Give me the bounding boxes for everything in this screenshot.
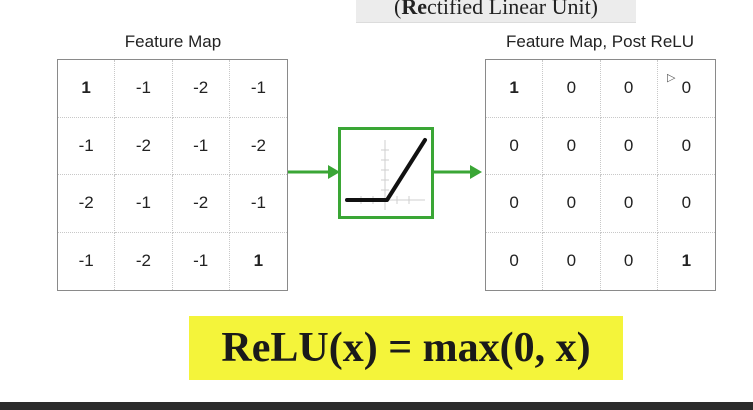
grid-cell: 1 bbox=[681, 251, 692, 271]
grid-cell: 0 bbox=[600, 60, 658, 118]
relu-function-box bbox=[338, 127, 434, 219]
grid-cell: -1 bbox=[229, 175, 287, 233]
grid-cell: 1 bbox=[486, 60, 544, 118]
grid-cell: 1 bbox=[253, 251, 264, 271]
grid-cell: 0 bbox=[543, 117, 601, 175]
grid-cell: 0 bbox=[486, 232, 544, 290]
cursor-icon: ▷ bbox=[667, 72, 676, 84]
grid-cell: -1 bbox=[115, 175, 173, 233]
grid-cell: -1 bbox=[173, 232, 230, 290]
relu-graph-icon bbox=[345, 138, 427, 210]
relu-formula: ReLU(x) = max(0, x) bbox=[189, 316, 623, 380]
arrow-right-icon bbox=[288, 165, 340, 179]
arrow-right-icon bbox=[434, 165, 482, 179]
grid-cell: 1 bbox=[58, 60, 116, 118]
slide-title: (Rectified Linear Unit) bbox=[356, 0, 636, 23]
input-map-label: Feature Map bbox=[124, 32, 222, 51]
output-map-label: Feature Map, Post ReLU bbox=[505, 32, 695, 51]
grid-cell: 0 bbox=[657, 175, 715, 233]
grid-cell: -2 bbox=[58, 175, 116, 233]
grid-cell: -2 bbox=[115, 232, 173, 290]
title-prefix: ( bbox=[393, 0, 402, 19]
grid-cell: -2 bbox=[172, 175, 230, 233]
grid-cell: -1 bbox=[115, 60, 173, 118]
grid-cell: 0 bbox=[486, 117, 544, 175]
grid-cell: -2 bbox=[115, 117, 173, 175]
grid-cell: -1 bbox=[58, 232, 116, 290]
grid-cell: 0 bbox=[543, 175, 601, 233]
title-bold-letters: Re bbox=[401, 0, 427, 19]
grid-cell: -2 bbox=[229, 118, 287, 175]
grid-cell: 0 bbox=[657, 118, 715, 175]
grid-cell: -1 bbox=[172, 117, 230, 175]
grid-cell: -1 bbox=[229, 60, 287, 118]
grid-cell: 0 bbox=[601, 232, 658, 290]
grid-cell: 0 bbox=[600, 117, 658, 175]
bottom-bar bbox=[0, 402, 753, 410]
grid-cell: 0 bbox=[486, 175, 544, 233]
title-rest: ctified Linear Unit) bbox=[426, 0, 599, 19]
grid-cell: 0 bbox=[543, 60, 601, 118]
grid-cell: 0 bbox=[600, 175, 658, 233]
grid-cell: -2 bbox=[172, 60, 230, 118]
grid-cell: 0 bbox=[657, 60, 715, 118]
grid-cell: -1 bbox=[58, 117, 116, 175]
grid-cell: 0 bbox=[543, 232, 601, 290]
